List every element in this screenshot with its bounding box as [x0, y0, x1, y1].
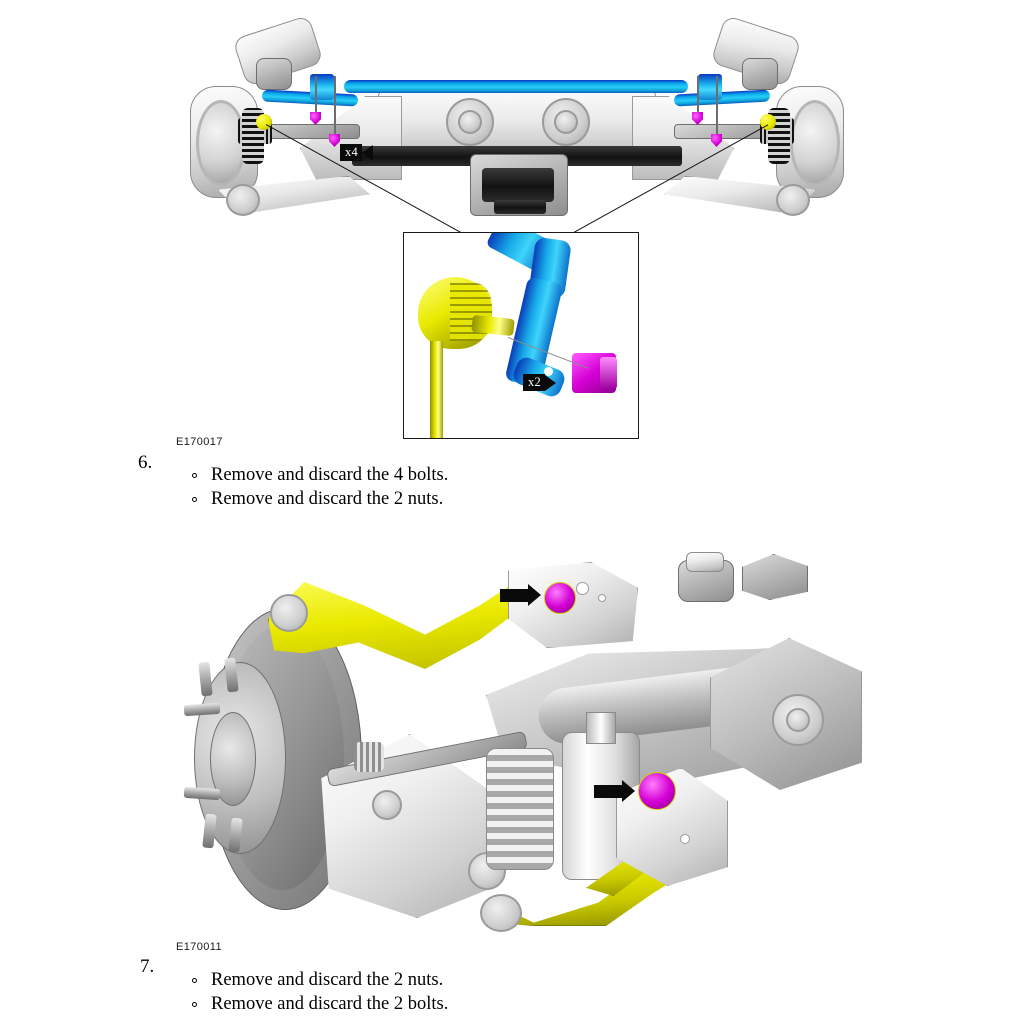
subframe-rear-bush-inner [786, 708, 810, 732]
halfshaft-boot [354, 742, 384, 772]
stabilizer-bar-center [344, 80, 688, 93]
subframe-boss-left-inner [458, 110, 482, 134]
step-6-number: 6. [138, 452, 153, 473]
damper-mount-right [742, 58, 778, 90]
bullet-icon [192, 497, 197, 502]
arrow-head-icon [362, 144, 374, 161]
arrow-head-icon [528, 584, 541, 606]
list-item: Remove and discard the 2 nuts. [190, 968, 448, 992]
list-item-text: Remove and discard the 2 nuts. [211, 970, 444, 990]
bolt-indicator-left-1 [310, 112, 321, 125]
list-item: Remove and discard the 2 bolts. [190, 992, 448, 1016]
wheel-stud [202, 813, 217, 849]
wheel-stud [198, 661, 213, 697]
arrow-shaft-icon [500, 588, 528, 602]
step-6-bullets: Remove and discard the 4 bolts. Remove a… [190, 463, 448, 511]
list-item: Remove and discard the 2 nuts. [190, 487, 448, 511]
figure-1-caption: E170017 [176, 436, 223, 448]
knuckle-bolt-mid [372, 790, 402, 820]
figure-rear-suspension-three-quarter [183, 552, 862, 932]
callout-arrow-lower [594, 780, 635, 802]
coil-spring [486, 748, 554, 870]
lower-bracket-hole [680, 834, 690, 844]
list-item-text: Remove and discard the 4 bolts. [211, 465, 449, 485]
callout-arrow-upper [500, 584, 541, 606]
quantity-callout-x4: x4 [340, 144, 374, 161]
differential-lower [494, 200, 546, 214]
step-7-bullets: Remove and discard the 2 nuts. Remove an… [190, 968, 448, 1016]
lower-arm-bush-outer [480, 894, 522, 932]
stabilizer-bushing-clamp-right [698, 74, 722, 100]
upper-arm-nut [544, 582, 576, 614]
step-7-number: 7. [140, 956, 155, 977]
bullet-icon [192, 1002, 197, 1007]
inset-nut-face [600, 357, 617, 389]
upper-arm-bush-outer [270, 594, 308, 632]
upper-damper-top [686, 552, 724, 572]
bolt-indicator-left-2 [329, 134, 340, 147]
arrow-shaft-icon [594, 784, 622, 798]
inset-bar-eye-hole [544, 367, 553, 376]
bolt-indicator-right-2 [711, 134, 722, 147]
bullet-icon [192, 978, 197, 983]
stabilizer-bushing-clamp-left [310, 74, 334, 100]
detail-inset-stabilizer-link: x2 [403, 232, 639, 439]
list-item-text: Remove and discard the 2 nuts. [211, 489, 444, 509]
bolt-stem-right-2 [716, 76, 718, 142]
wheel-stud [183, 786, 221, 801]
upper-mount-bracket [742, 554, 808, 600]
bolt-indicator-right-1 [692, 112, 703, 125]
differential-detail [482, 168, 554, 202]
trailing-link-bush-left [226, 184, 260, 216]
bolt-stem-left-2 [334, 76, 336, 142]
list-item-text: Remove and discard the 2 bolts. [211, 994, 449, 1014]
lower-arm-nut [638, 772, 676, 810]
subframe-rear-bush [772, 694, 824, 746]
quantity-callout-x2-label: x2 [523, 374, 546, 391]
arrow-head-icon [622, 780, 635, 802]
bullet-icon [192, 473, 197, 478]
arrow-head-icon [545, 374, 557, 391]
inset-link-rod [430, 341, 443, 438]
figure-rear-suspension-underside: x4 [182, 14, 848, 253]
figure-2-caption: E170011 [176, 941, 223, 953]
stabilizer-bar-right-arm [673, 89, 771, 107]
bolt-stem-right-1 [697, 76, 699, 120]
list-item: Remove and discard the 4 bolts. [190, 463, 448, 487]
damper-mount-left [256, 58, 292, 90]
bracket-hole-2 [598, 594, 606, 602]
subframe-boss-right-inner [554, 110, 578, 134]
quantity-callout-x4-label: x4 [340, 144, 363, 161]
hub-ring-right [790, 100, 840, 186]
bracket-hole-1 [576, 582, 589, 595]
trailing-link-bush-right [776, 184, 810, 216]
quantity-callout-x2: x2 [523, 374, 557, 391]
bolt-stem-left-1 [315, 76, 317, 120]
damper-rod [586, 712, 616, 744]
